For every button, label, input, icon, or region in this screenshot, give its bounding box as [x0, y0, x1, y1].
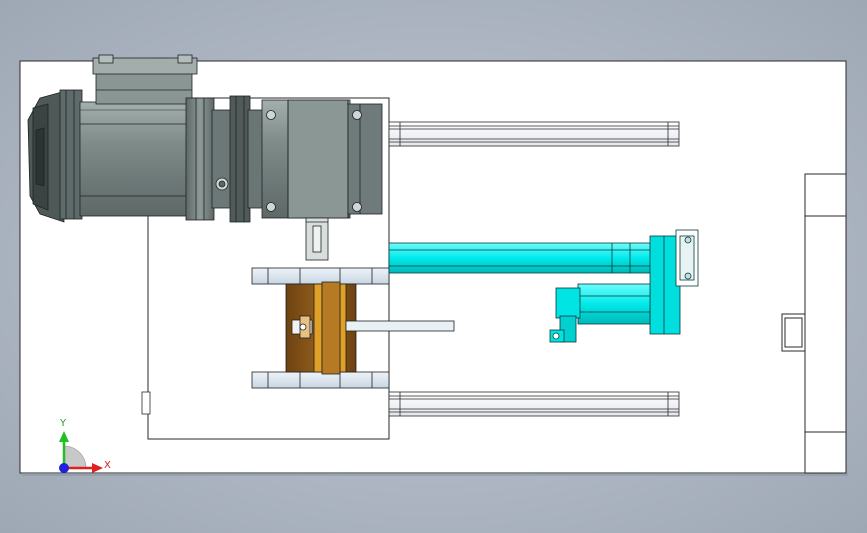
- y-axis-label: Y: [59, 418, 67, 429]
- guide-rail-lower[interactable]: [388, 391, 680, 417]
- guide-rail-upper[interactable]: [388, 121, 680, 147]
- mold-assembly[interactable]: [251, 267, 455, 389]
- z-axis-dot: [59, 463, 69, 473]
- right-frame[interactable]: [781, 173, 847, 474]
- pneumatic-cylinder[interactable]: [388, 229, 699, 343]
- gear-motor[interactable]: [27, 54, 383, 261]
- x-axis-label: X: [104, 460, 111, 471]
- view-triad: Y X: [59, 418, 111, 473]
